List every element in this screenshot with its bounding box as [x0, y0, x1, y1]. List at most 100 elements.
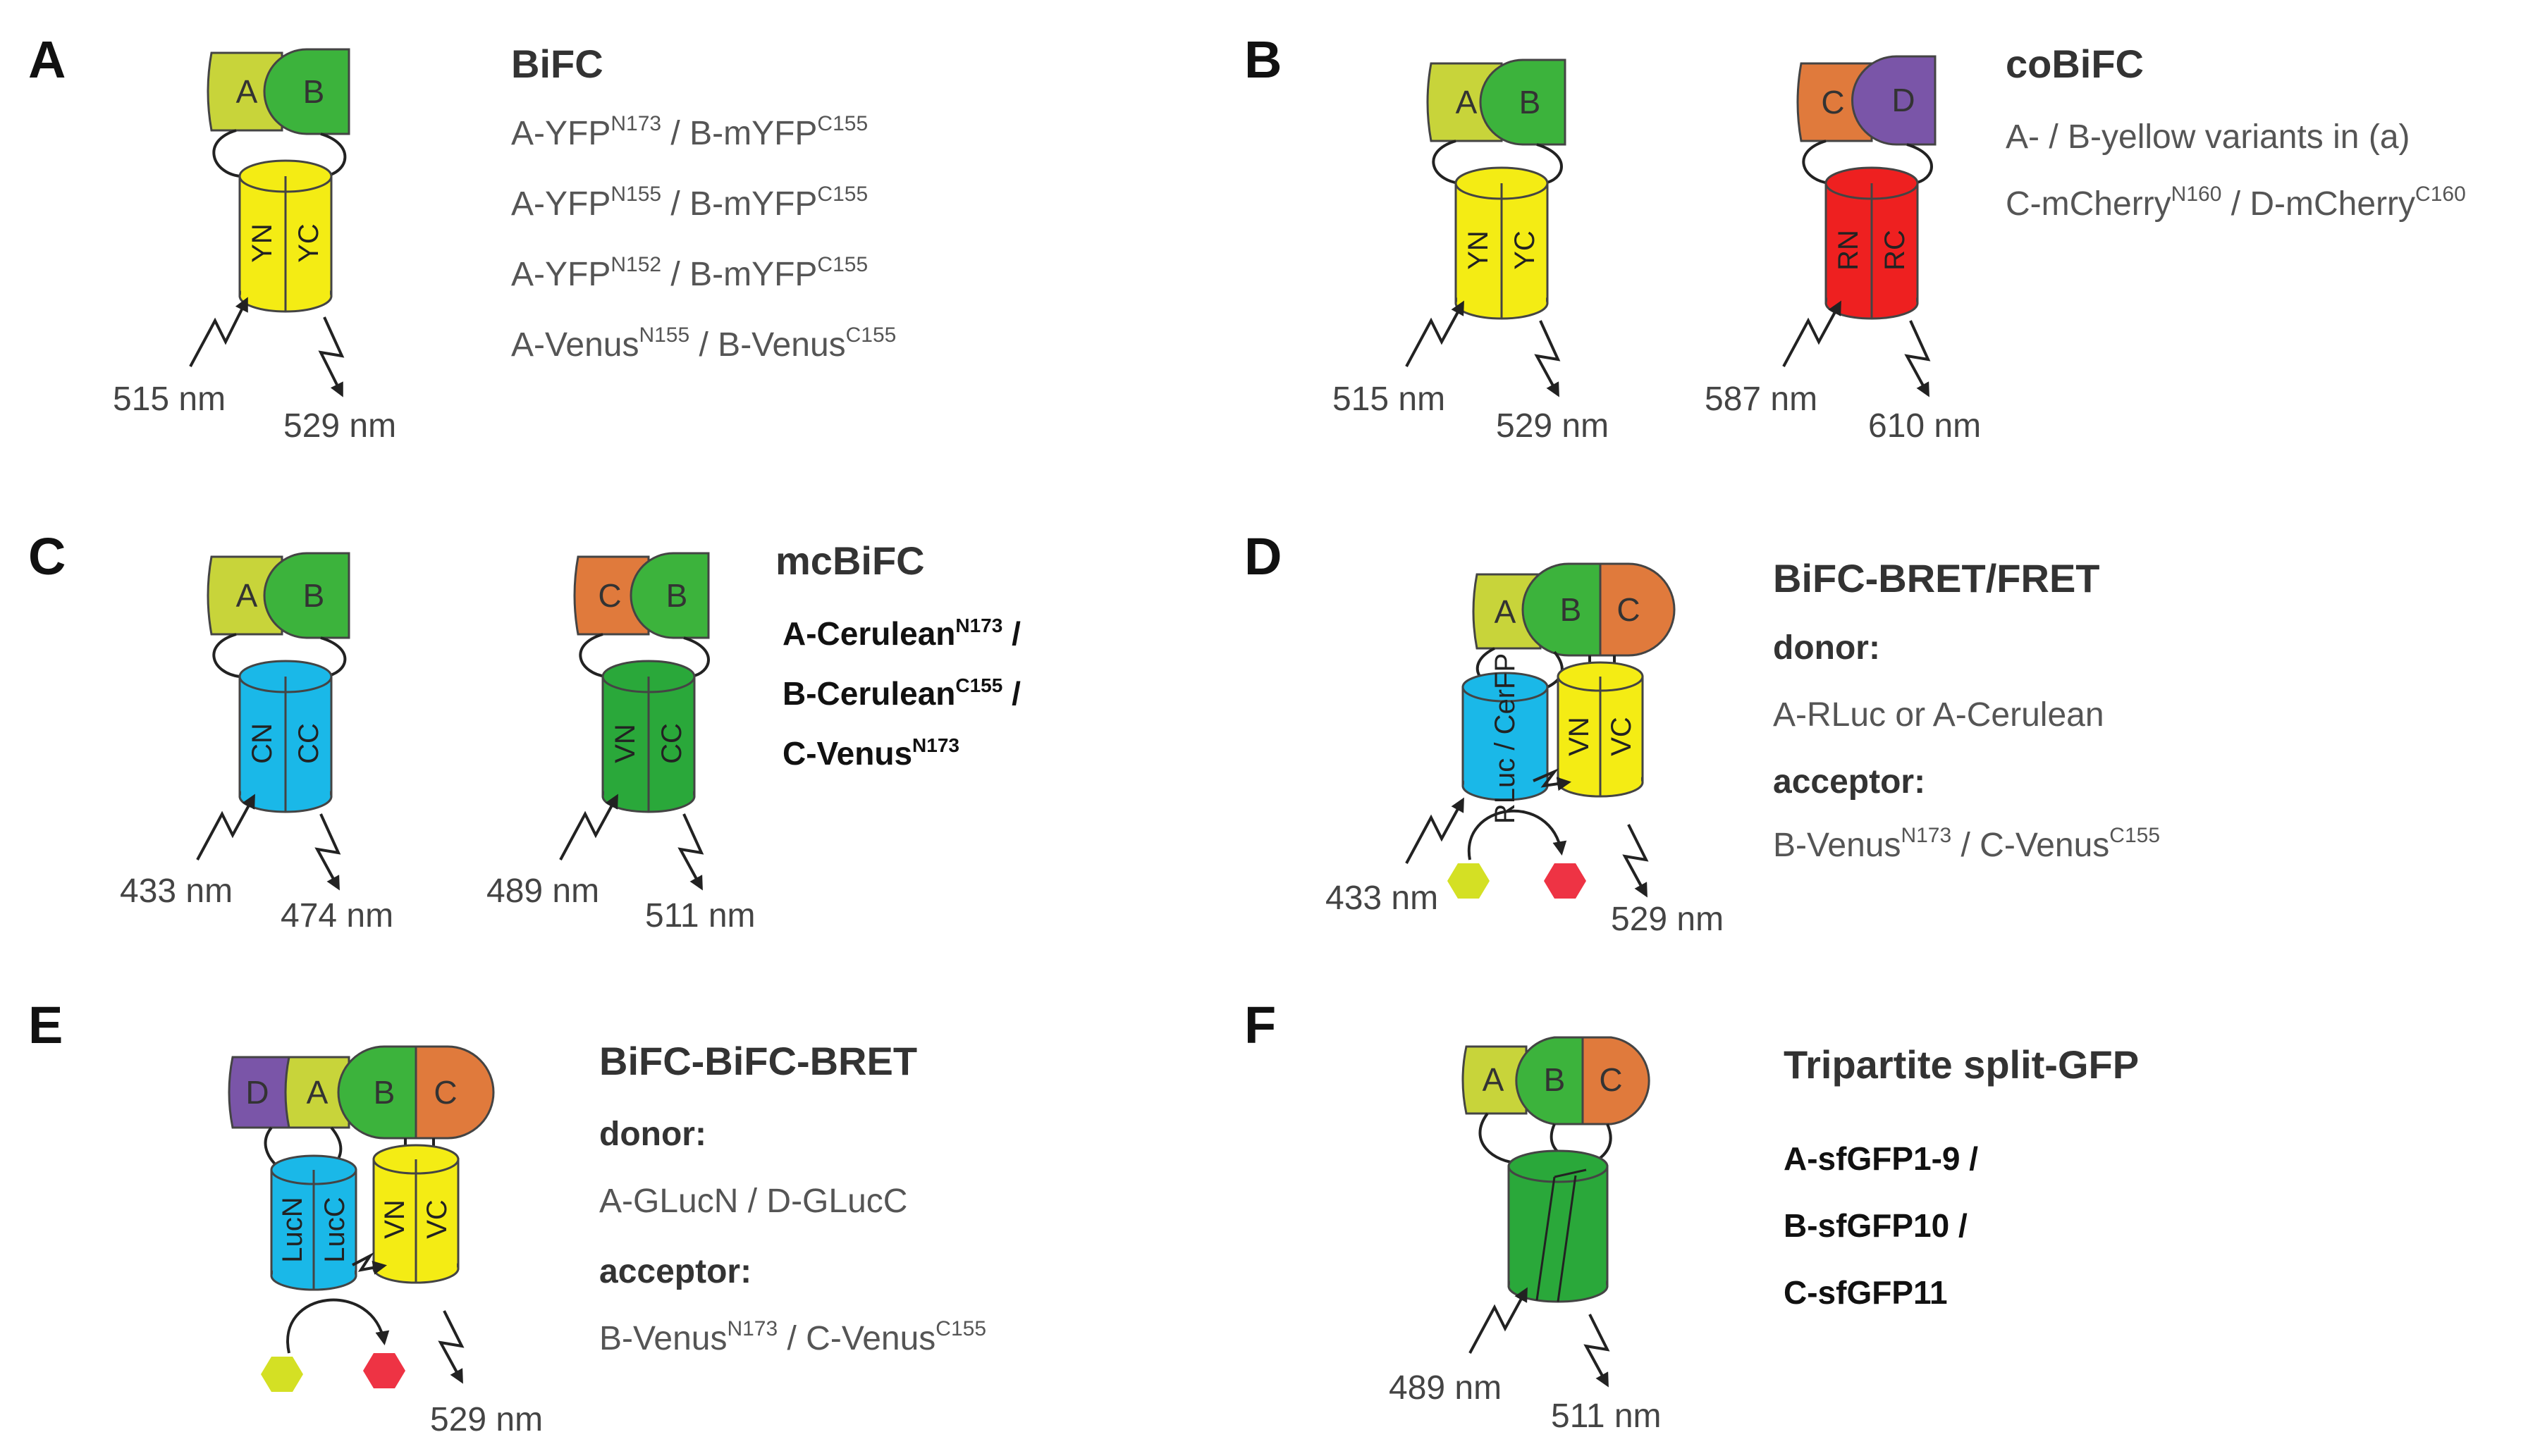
panel-title: BiFC-BiFC-BRET [599, 1039, 917, 1083]
barrel-right-label: CC [293, 723, 324, 764]
construct-line-2: C-mCherryN160 / D-mCherryC160 [2006, 183, 2466, 223]
panel-label: D [1244, 527, 1282, 586]
domain-d-shape [1851, 55, 1937, 146]
emission-label: 529 nm [283, 407, 396, 445]
product-hexagon [1544, 863, 1586, 899]
panel-a: A A B YN YC 515 nm 529 nm BiFC A-YFPN173… [28, 30, 896, 445]
domain-c-label: C [1616, 591, 1640, 628]
panel-label: F [1244, 996, 1276, 1054]
domain-b-label: B [666, 577, 688, 614]
domain-c-label: C [1599, 1061, 1622, 1098]
construct-line-3: C-VenusN173 [783, 734, 959, 772]
barrel-left-label: CN [247, 723, 278, 764]
donor-label: donor: [599, 1116, 706, 1153]
construct-line-3: C-sfGFP11 [1784, 1274, 1948, 1311]
construct-line-1: A-CeruleanN173 / [783, 615, 1021, 652]
domain-a-label: A [1456, 84, 1478, 121]
domain-c-label: C [1821, 84, 1844, 121]
domain-b-label: B [1519, 84, 1541, 121]
panel-title: BiFC [511, 42, 603, 86]
excitation-label: 433 nm [1325, 880, 1438, 917]
construct-line-2: A-YFPN155 / B-mYFPC155 [511, 183, 868, 223]
emission-label: 511 nm [645, 897, 756, 934]
emission-label: 529 nm [430, 1401, 543, 1438]
construct-line-4: A-VenusN155 / B-VenusC155 [511, 323, 896, 364]
domain-a-shape [1461, 1045, 1528, 1115]
panel-e: E D A B C LucN LucC VN VC 529 nm [28, 996, 986, 1438]
excitation-label: 515 nm [1332, 381, 1445, 418]
construct-line-2: B-sfGFP10 / [1784, 1207, 1968, 1244]
domain-b-shape [630, 552, 710, 639]
construct-line-1: A-sfGFP1-9 / [1784, 1140, 1978, 1177]
emission-label: 474 nm [281, 897, 393, 934]
domain-b-label: B [1560, 591, 1582, 628]
domain-a-label: A [307, 1074, 329, 1111]
panel-d: D A B C RLuc / CerFP VN VC 433 nm [1244, 527, 2160, 938]
acceptor-text: B-VenusN173 / C-VenusC155 [599, 1317, 986, 1357]
substrate-hexagon [1447, 863, 1490, 899]
domain-d-shape [228, 1056, 290, 1129]
barrel-left-label: VN [1564, 717, 1595, 756]
acceptor-text: B-VenusN173 / C-VenusC155 [1773, 824, 2160, 864]
barrel-left-label: VN [379, 1199, 410, 1239]
excitation-label: 515 nm [113, 381, 226, 418]
emission-label: 610 nm [1868, 407, 1981, 445]
domain-b-shape [263, 552, 350, 639]
substrate-hexagon [261, 1357, 303, 1392]
panel-b: B A B YN YC 515 nm 529 nm C D RN RC [1244, 30, 2466, 445]
barrel-left-label: YN [247, 223, 278, 263]
construct-line-3: A-YFPN152 / B-mYFPC155 [511, 253, 868, 293]
domain-b-label: B [303, 577, 325, 614]
acceptor-label: acceptor: [1773, 763, 1925, 801]
barrel-right-label: CC [656, 723, 687, 764]
construct-line-1: A- / B-yellow variants in (a) [2006, 118, 2410, 156]
domain-c-label: C [434, 1074, 457, 1111]
construct-line-2: B-CeruleanC155 / [783, 674, 1021, 712]
domain-a-shape [1472, 573, 1542, 650]
barrel-left-label: LucN [277, 1197, 308, 1262]
domain-a-shape [284, 1056, 350, 1129]
barrel-right-label: YC [1509, 230, 1540, 270]
donor-text: A-GLucN / D-GLucC [599, 1183, 907, 1220]
panel-label: B [1244, 30, 1282, 89]
panel-title: coBiFC [2006, 42, 2144, 86]
panel-c: C A B CN CC 433 nm 474 nm C B VN CC [28, 527, 1021, 934]
panel-title: Tripartite split-GFP [1784, 1042, 2139, 1087]
donor-text: A-RLuc or A-Cerulean [1773, 696, 2104, 734]
excitation-label: 489 nm [486, 872, 599, 910]
panel-title: BiFC-BRET/FRET [1773, 556, 2100, 600]
barrel-right-label: YC [293, 223, 324, 263]
domain-a-label: A [1495, 593, 1516, 630]
emission-label: 529 nm [1611, 901, 1724, 938]
excitation-label: 489 nm [1389, 1369, 1502, 1407]
barrel-right-label: RC [1879, 230, 1910, 271]
domain-c-label: C [598, 577, 621, 614]
barrel-right-label: VC [422, 1199, 453, 1239]
domain-a-label: A [236, 73, 258, 110]
panel-label: C [28, 527, 66, 586]
barrel-left-label: RLuc / CerFP [1490, 653, 1521, 824]
domain-a-label: A [236, 577, 258, 614]
domain-b-label: B [1544, 1061, 1566, 1098]
domain-b-shape [337, 1045, 417, 1140]
domain-c-shape [415, 1045, 495, 1140]
domain-d-label: D [245, 1074, 269, 1111]
acceptor-label: acceptor: [599, 1253, 751, 1290]
domain-b-shape [1479, 58, 1566, 146]
excitation-label: 433 nm [120, 872, 233, 910]
rluc-cerfp-barrel [1461, 686, 1549, 787]
sfgfp-barrel [1507, 1165, 1609, 1288]
emission-label: 511 nm [1551, 1398, 1662, 1435]
barrel-right-label: VC [1606, 717, 1637, 756]
donor-label: donor: [1773, 629, 1880, 667]
domain-c-shape [1599, 562, 1676, 657]
domain-b-shape [263, 48, 350, 135]
product-hexagon [363, 1353, 405, 1388]
barrel-left-label: VN [610, 724, 641, 763]
panel-label: E [28, 996, 63, 1054]
domain-d-label: D [1891, 82, 1915, 118]
construct-line-1: A-YFPN173 / B-mYFPC155 [511, 112, 868, 152]
barrel-right-label: LucC [319, 1197, 350, 1262]
panel-title: mcBiFC [775, 538, 925, 583]
